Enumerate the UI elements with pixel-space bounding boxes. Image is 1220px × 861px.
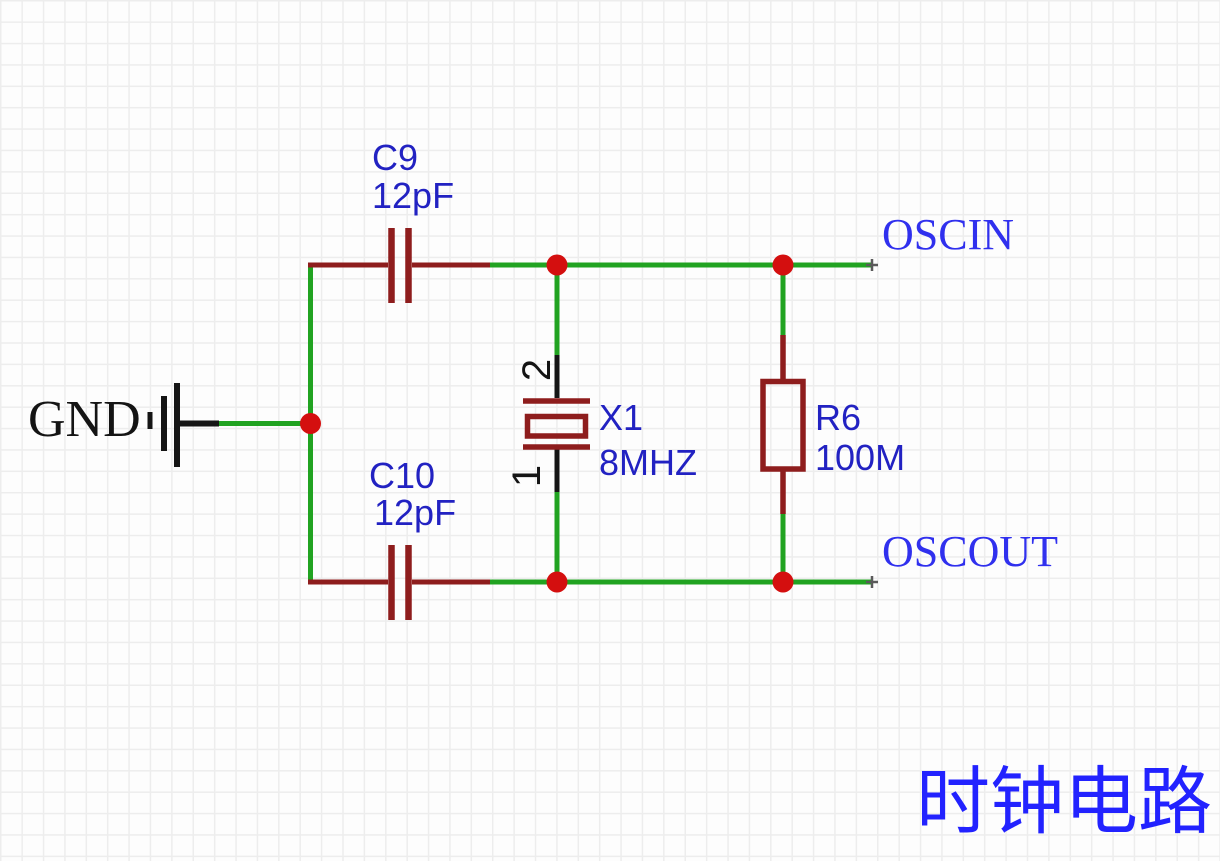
junction-dot[interactable] (772, 254, 794, 276)
junctions (300, 254, 794, 593)
gnd-symbol[interactable] (147, 383, 219, 467)
c10-value-label[interactable]: 12pF (374, 492, 457, 533)
x1-value-label[interactable]: 8MHZ (599, 442, 697, 483)
gnd-label[interactable]: GND (28, 391, 141, 448)
endpoint-cross-oscin[interactable] (866, 259, 878, 271)
c10-ref-label[interactable]: C10 (369, 455, 436, 496)
crystal-x1[interactable] (523, 355, 590, 492)
x1-pin2-number: 2 (515, 358, 559, 382)
capacitor-c9[interactable] (308, 228, 490, 303)
junction-dot[interactable] (546, 571, 568, 593)
net-label-oscout[interactable]: OSCOUT (882, 527, 1059, 576)
wire-endpoint-markers (866, 259, 878, 588)
r6-body (760, 378, 806, 472)
endpoint-cross-oscout[interactable] (866, 576, 878, 588)
x1-body (524, 413, 589, 439)
r6-value-label[interactable]: 100M (815, 437, 906, 478)
net-label-oscin[interactable]: OSCIN (882, 210, 1015, 259)
r6-ref-label[interactable]: R6 (815, 397, 862, 438)
sheet-title-annotation[interactable]: 时钟电路 (916, 762, 1212, 844)
resistor-r6[interactable] (760, 335, 806, 514)
junction-dot[interactable] (300, 413, 321, 434)
junction-dot[interactable] (772, 571, 794, 593)
junction-dot[interactable] (546, 254, 568, 276)
c9-ref-label[interactable]: C9 (372, 137, 419, 178)
capacitor-c10[interactable] (308, 545, 490, 620)
x1-pin1-number: 1 (505, 464, 549, 488)
x1-ref-label[interactable]: X1 (599, 397, 644, 438)
c9-value-label[interactable]: 12pF (372, 175, 455, 216)
